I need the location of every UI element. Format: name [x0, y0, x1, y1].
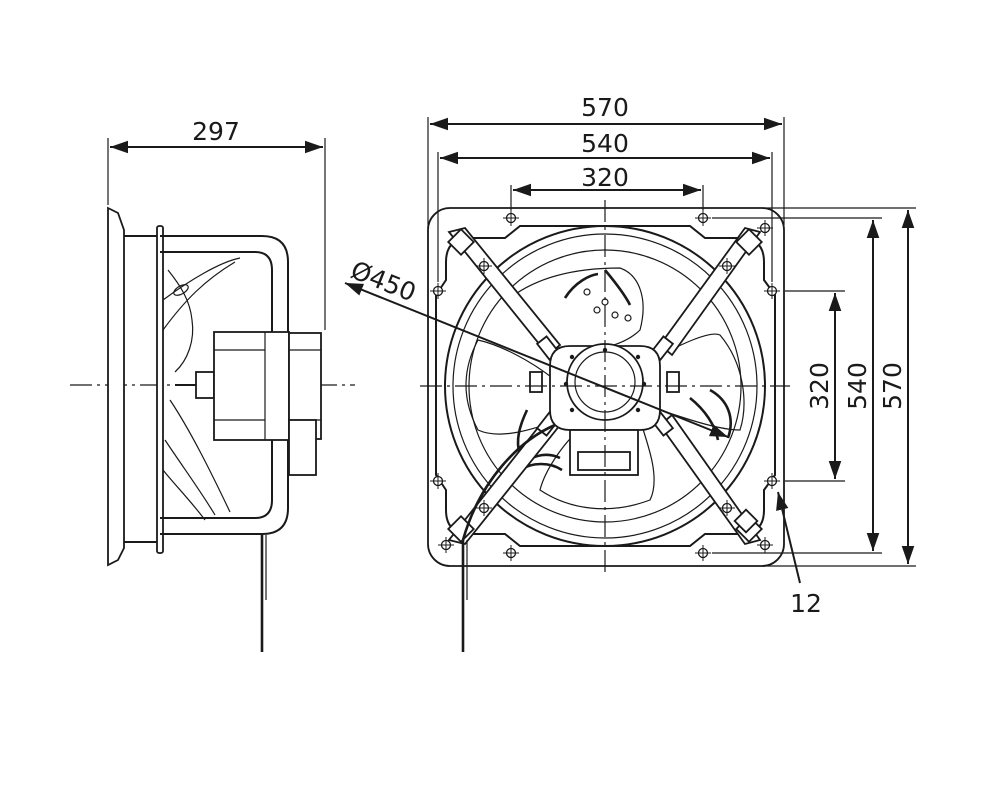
dim-label-width-inner: 320	[581, 163, 629, 192]
dim-line-diameter	[344, 282, 729, 438]
dim-label-height-inner: 320	[805, 362, 834, 410]
hole-count-leader	[776, 491, 801, 584]
dim-label-height-holes: 540	[843, 362, 872, 410]
side-frame	[156, 225, 164, 554]
dim-label-width-holes: 540	[581, 129, 629, 158]
dim-label-side-depth: 297	[192, 117, 240, 146]
front-view: Ø450 570 540 320 320 540 570 12	[344, 93, 916, 652]
side-terminal-box	[288, 419, 317, 476]
dim-label-height-outer: 570	[878, 362, 907, 410]
side-hub	[195, 371, 215, 399]
side-flange	[107, 206, 125, 567]
dim-label-width-outer: 570	[581, 93, 629, 122]
blade-3	[539, 419, 655, 510]
side-motor	[213, 331, 290, 441]
dim-label-hole-count: 12	[790, 589, 822, 618]
side-view: 297	[70, 117, 355, 652]
dim-label-diameter: Ø450	[347, 255, 420, 307]
